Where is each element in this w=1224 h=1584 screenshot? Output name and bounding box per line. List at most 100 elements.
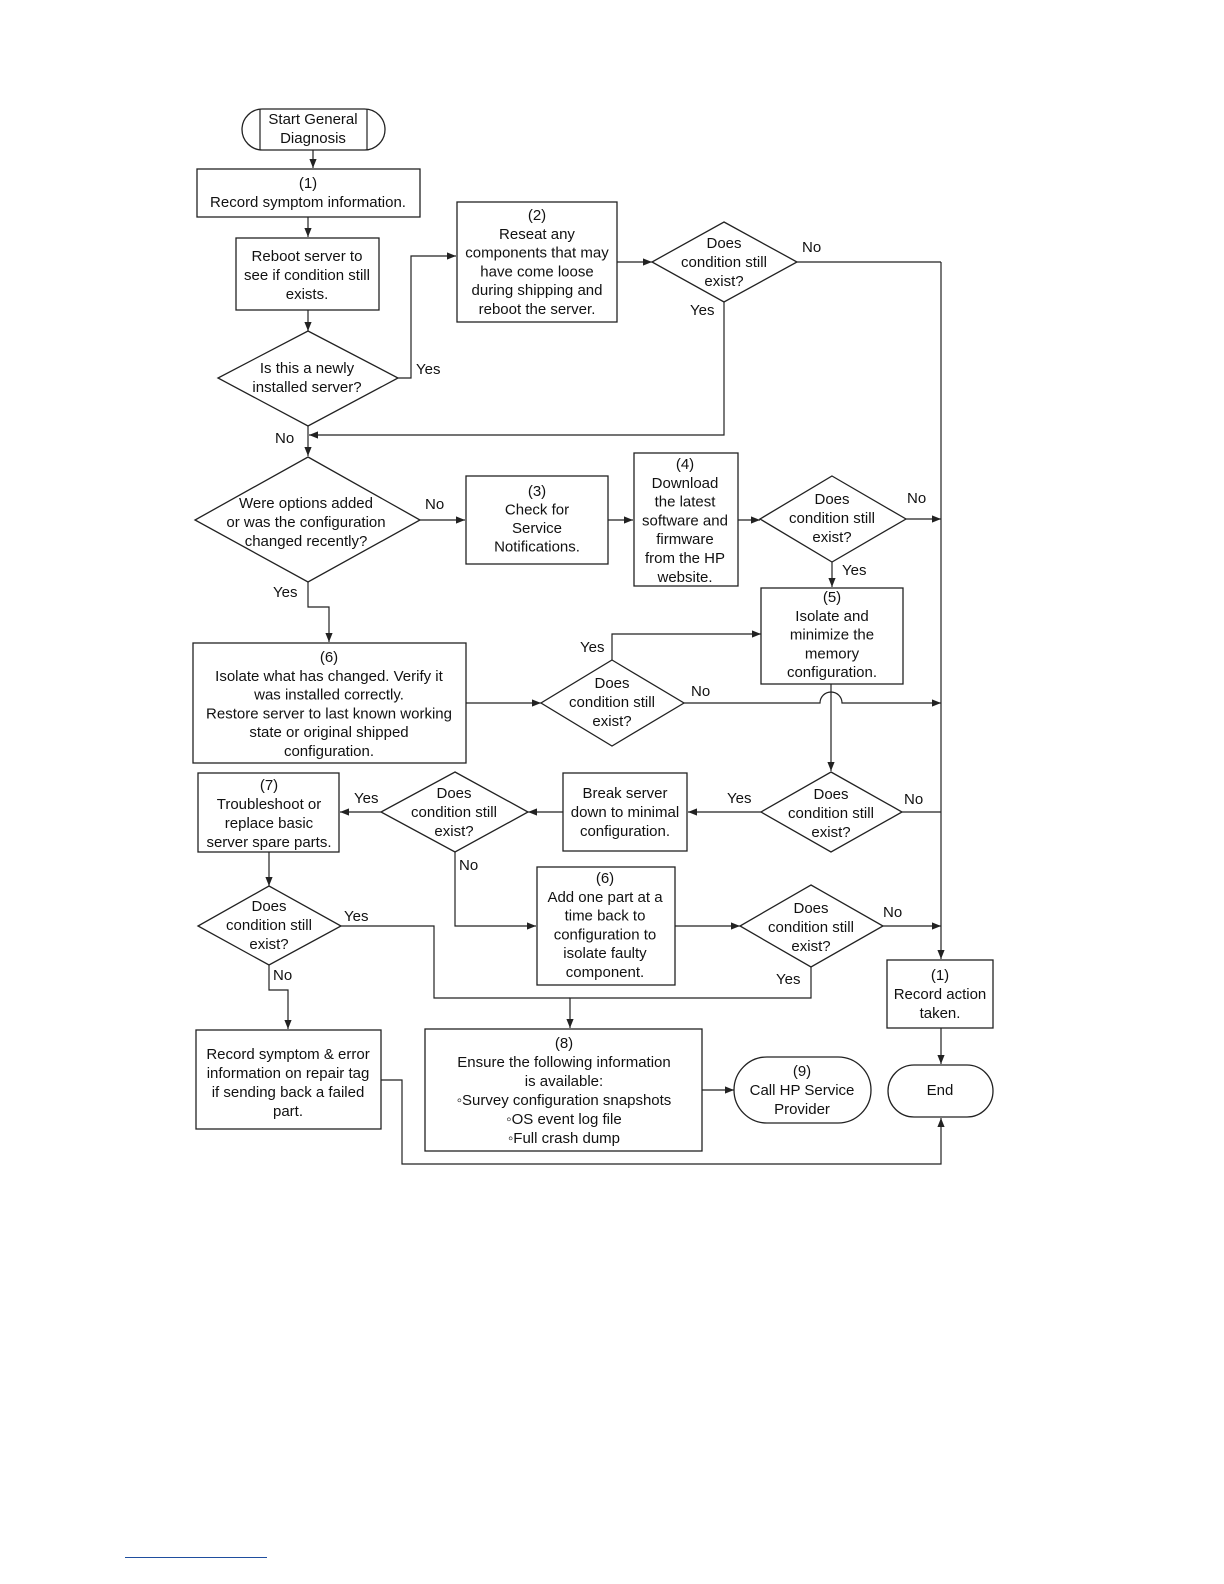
- addPart-line: component.: [566, 964, 644, 981]
- download-line: firmware: [656, 531, 714, 548]
- check-notifications-box: [465, 475, 609, 565]
- options-added-decision: [193, 456, 422, 583]
- dC-line: exist?: [592, 713, 631, 730]
- isolateMem-line: memory: [805, 645, 860, 662]
- trouble-line: (7): [260, 777, 278, 794]
- download-line: the latest: [655, 494, 717, 511]
- record-error-box: [195, 1029, 382, 1130]
- breakDown-line: down to minimal: [571, 804, 679, 821]
- edge-label-dD-yes: Yes: [727, 790, 751, 807]
- recordError-line: if sending back a failed: [212, 1084, 365, 1101]
- decision-e: [379, 771, 530, 853]
- check-line: (3): [528, 483, 546, 500]
- check-line: Notifications.: [494, 539, 580, 556]
- end-line: End: [927, 1082, 954, 1099]
- breakDown-line: configuration.: [580, 823, 670, 840]
- dG-line: Does: [793, 900, 828, 917]
- dC-line: Does: [594, 675, 629, 692]
- isolateMem-line: (5): [823, 589, 841, 606]
- options-line: or was the configuration: [226, 514, 385, 531]
- reseat-line: components that may: [465, 245, 609, 262]
- edge-label-options-no: No: [425, 496, 444, 513]
- edge-label-dD-no: No: [904, 791, 923, 808]
- edge-label-dF-yes: Yes: [344, 908, 368, 925]
- start-terminator: [241, 108, 386, 151]
- download-line: from the HP: [645, 550, 725, 567]
- reboot-line: Reboot server to: [252, 248, 363, 265]
- check-line: Service: [512, 520, 562, 537]
- callHP-line: Provider: [774, 1101, 830, 1118]
- record-symptom-box: [196, 168, 421, 218]
- connector-dF-no-recordError: [268, 965, 292, 1029]
- decision-d: [759, 771, 904, 853]
- options-line: Were options added: [239, 495, 373, 512]
- reseat-line: during shipping and: [472, 282, 603, 299]
- break-server-label: Break server down to minimal configuration…: [571, 785, 679, 840]
- dF-line: exist?: [249, 936, 288, 953]
- reseat-line: reboot the server.: [479, 301, 596, 318]
- decision-c: [539, 659, 686, 747]
- recordAction-line: (1): [931, 967, 949, 984]
- breakDown-line: Break server: [582, 785, 667, 802]
- edge-label-dE-no: No: [459, 857, 478, 874]
- ensure-line: is available:: [525, 1073, 603, 1090]
- ensure-line: ◦Survey configuration snapshots: [457, 1092, 672, 1109]
- download-line: (4): [676, 456, 694, 473]
- newly-installed-decision: [216, 330, 400, 427]
- addPart-line: Add one part at a: [547, 889, 663, 906]
- recordAction-line: Record action: [894, 986, 987, 1003]
- edge-label-dG-yes: Yes: [776, 971, 800, 988]
- ensure-line: Ensure the following information: [457, 1054, 670, 1071]
- end-terminator: [887, 1064, 994, 1118]
- isolate6-line: was installed correctly.: [253, 687, 404, 704]
- call-hp-terminator: [733, 1056, 872, 1124]
- dE-line: exist?: [434, 823, 473, 840]
- connector-dE-no-addPart: [454, 852, 536, 930]
- isolate6-line: Isolate what has changed. Verify it: [215, 668, 443, 685]
- reseat-line: have come loose: [480, 263, 593, 280]
- connector-dA-yes-back: [309, 302, 725, 439]
- dB-line: Does: [814, 491, 849, 508]
- edge-label-dF-no: No: [273, 967, 292, 984]
- dB-line: condition still: [789, 510, 875, 527]
- isolateMem-line: Isolate and: [795, 608, 868, 625]
- addPart-line: isolate faulty: [563, 945, 647, 962]
- record-symptom-label: (1)Record symptom information.: [210, 175, 406, 211]
- isolate6-line: configuration.: [284, 743, 374, 760]
- newly-line: Is this a newly: [260, 360, 355, 377]
- recordError-line: information on repair tag: [207, 1065, 370, 1082]
- add-part-box: [536, 866, 676, 986]
- reseat-line: Reseat any: [499, 226, 575, 243]
- edge-label-dG-no: No: [883, 904, 902, 921]
- edge-label-dB-no: No: [907, 490, 926, 507]
- connector-dF-yes-ensure: [341, 925, 570, 999]
- end-label: End: [927, 1082, 954, 1099]
- decision-g: [738, 884, 885, 968]
- troubleshoot-box: [197, 772, 340, 853]
- dA-line: condition still: [681, 254, 767, 271]
- decision-c-label: Does condition still exist?: [569, 675, 655, 730]
- connector-dC-no-right: [684, 691, 941, 707]
- trouble-line: server spare parts.: [206, 834, 331, 851]
- start-line: Diagnosis: [280, 130, 346, 147]
- connector-newly-yes-reseat: [398, 252, 456, 379]
- trouble-line: replace basic: [225, 815, 314, 832]
- edge-label-dC-no: No: [691, 683, 710, 700]
- edge-label-dA-yes: Yes: [690, 302, 714, 319]
- dC-line: condition still: [569, 694, 655, 711]
- decision-b: [758, 475, 908, 563]
- edge-label-newly-no: No: [275, 430, 294, 447]
